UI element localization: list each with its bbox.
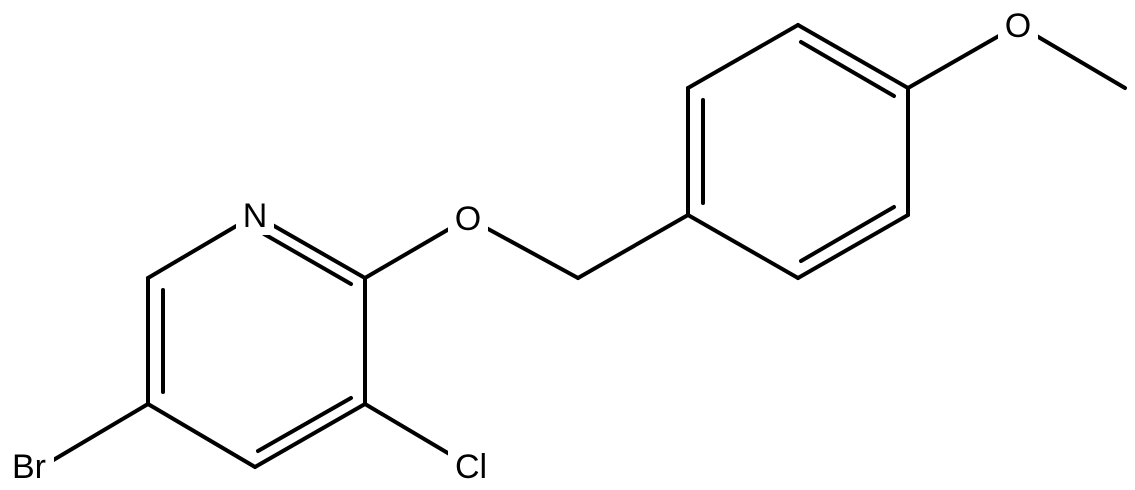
atom-o-ether: O	[455, 200, 481, 238]
substituent-bonds	[48, 213, 690, 467]
bond-c4-c5	[146, 402, 257, 469]
bond-b5-b6-inner	[799, 205, 896, 263]
bond-n-c2-inner	[262, 232, 353, 286]
atom-cl: Cl	[455, 448, 487, 486]
atom-o-methoxy: O	[1005, 7, 1031, 45]
bond-c3-c4	[253, 402, 367, 469]
pyridine-ring	[146, 213, 367, 469]
bond-b2-b3	[686, 23, 800, 90]
benzene-ring	[686, 23, 910, 280]
bond-ch2-c1	[576, 213, 690, 280]
atom-br: Br	[12, 448, 46, 486]
bond-c3-c4-inner	[256, 396, 353, 453]
atom-n: N	[243, 197, 268, 235]
bond-c5-br	[48, 402, 150, 464]
bond-b6-b1	[686, 213, 800, 280]
bond-b3-b4-inner	[799, 40, 896, 98]
bond-b3-b4	[796, 23, 910, 90]
bond-b5-b6	[796, 213, 910, 280]
atom-labels: N O O Cl Br	[4, 5, 1038, 486]
